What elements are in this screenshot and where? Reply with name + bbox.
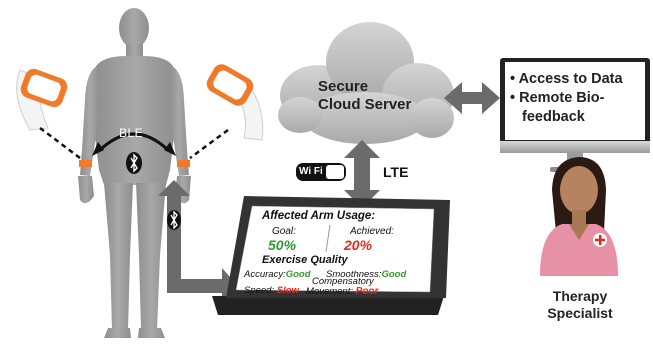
monitor-item-remote: • Remote Bio-: [510, 90, 605, 106]
compensatory-value: Poor: [355, 286, 379, 297]
leader-line-left: [39, 127, 81, 159]
cloud-title-line2: Cloud Server: [318, 96, 412, 113]
ble-arrowhead-right: [164, 142, 176, 156]
ble-arrowhead-left: [92, 142, 104, 156]
wifi-badge: [296, 163, 346, 181]
monitor: [500, 58, 650, 172]
cloud-tablet-arrow: [344, 140, 380, 208]
accuracy-value: Good: [285, 269, 311, 280]
monitor-item-feedback: feedback: [522, 109, 585, 125]
lte-label: LTE: [383, 164, 409, 180]
compensatory-label-line1: Compensatory: [312, 276, 374, 287]
specialist-line2: Specialist: [547, 305, 613, 321]
wristband-device-left: [16, 68, 68, 131]
right-wristband: [177, 160, 190, 167]
smoothness-label: Smoothness:: [326, 269, 382, 280]
specialist-caption: Therapy Specialist: [534, 288, 626, 322]
goal-label: Goal:: [272, 226, 296, 237]
speed-label: Speed:: [244, 285, 275, 296]
leader-line-right: [189, 128, 229, 160]
smoothness-value: Good: [381, 269, 407, 280]
ble-arrow: [98, 132, 170, 152]
speed-value: Slow: [276, 285, 299, 296]
human-figure: [78, 8, 191, 338]
specialist-line1: Therapy: [552, 288, 608, 304]
tablet-heading: Affected Arm Usage:: [262, 210, 376, 222]
speed-row: Speed: Slow: [244, 285, 299, 296]
compensatory-row: Compensatory Movement: Poor: [306, 277, 378, 297]
wristband-device-right: [206, 64, 264, 141]
cloud-monitor-arrow: [444, 82, 500, 114]
therapist-avatar: [540, 157, 618, 276]
exercise-quality-heading: Exercise Quality: [262, 254, 348, 266]
left-wristband: [79, 160, 92, 167]
compensatory-label-line2: Movement:: [306, 286, 353, 297]
cloud-title-line1: Secure: [318, 78, 369, 95]
accuracy-row: Accuracy:Good: [244, 269, 311, 280]
ble-label: BLE: [119, 126, 144, 140]
smoothness-row: Smoothness:Good: [326, 269, 406, 280]
monitor-item-access: • Access to Data: [510, 71, 623, 87]
bluetooth-link-arrow: [158, 180, 238, 304]
accuracy-label: Accuracy:: [244, 269, 286, 280]
cloud-server: [278, 22, 454, 144]
tablet: [212, 196, 450, 315]
wifi-label: Wi Fi: [299, 166, 323, 177]
achieved-value: 20%: [344, 237, 373, 253]
tablet-divider: [325, 224, 331, 253]
achieved-label: Achieved:: [350, 226, 394, 237]
goal-value: 50%: [268, 237, 297, 253]
